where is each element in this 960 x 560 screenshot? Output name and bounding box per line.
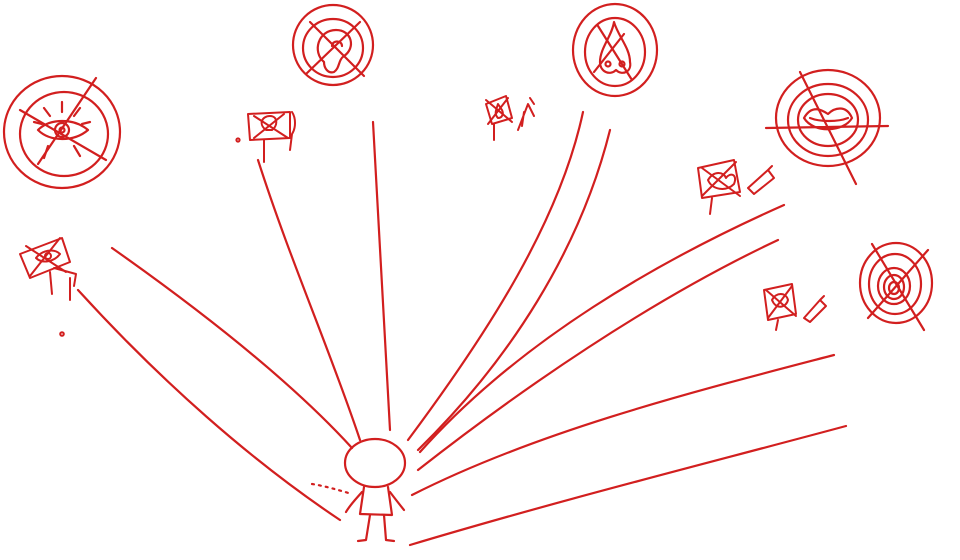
figure-spit-dots <box>310 482 354 496</box>
fan-line-8 <box>416 238 780 472</box>
nose-circle <box>571 2 659 98</box>
mouth-cross <box>764 70 890 186</box>
fan-line-9 <box>410 353 836 497</box>
fan-line-3 <box>371 120 392 432</box>
fan-line-6 <box>416 128 612 452</box>
fan-line-7 <box>418 203 786 454</box>
mouth-icon <box>802 107 854 131</box>
fan-line-4 <box>256 158 362 442</box>
figure-right-arm <box>388 490 406 512</box>
ear-sign <box>235 111 296 163</box>
nose-sign <box>485 95 535 141</box>
figure-left-leg <box>356 513 372 543</box>
ear-circle <box>291 3 375 87</box>
ear-cross <box>304 20 366 78</box>
eye-cross <box>18 76 108 166</box>
nose-icon <box>598 20 632 74</box>
fan-lines <box>76 110 848 547</box>
mouth-sign <box>697 159 775 215</box>
stick-figure <box>310 437 407 543</box>
touch-cross <box>866 242 930 332</box>
eye-circle <box>2 74 122 190</box>
fan-line-10 <box>408 424 848 547</box>
fan-line-2 <box>76 288 342 522</box>
eye-sign <box>19 237 77 337</box>
touch-sign <box>763 283 827 331</box>
ear-sign-icon <box>260 115 278 131</box>
figure-right-leg <box>382 513 396 543</box>
mouth-sign-icon <box>707 172 736 190</box>
mouth-circle <box>764 68 890 186</box>
figure-head <box>343 437 407 489</box>
figure-body <box>358 485 394 517</box>
fan-line-5 <box>406 110 585 442</box>
nose-cross <box>592 24 634 82</box>
fan-line-1 <box>110 246 354 450</box>
figure-left-arm <box>344 490 364 514</box>
touch-circle <box>858 241 934 332</box>
stray-marks <box>639 155 691 197</box>
